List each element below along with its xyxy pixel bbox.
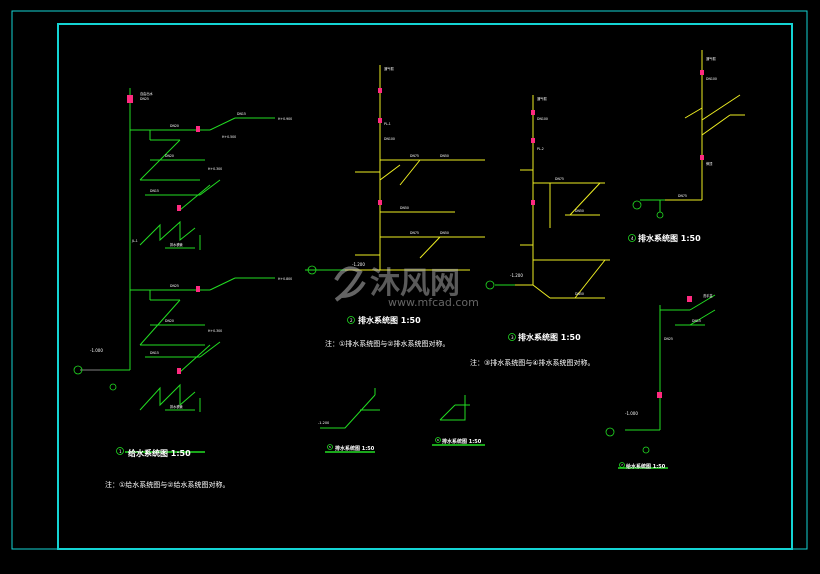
supply-small-marks — [657, 296, 692, 398]
drain-far-right-tie — [640, 199, 665, 212]
drain-mid-note: 注：①排水系统图与②排水系统图对称。 — [325, 339, 450, 348]
pipe-label: DN20 — [170, 124, 179, 128]
pipe-label: DN25 — [140, 97, 149, 101]
supply-small-level: -1.000 — [625, 411, 638, 416]
fixture-label: 通气帽 — [384, 66, 394, 71]
watermark: 沐风网 www.mfcad.com — [334, 266, 479, 309]
fixture-label: 通气帽 — [706, 56, 716, 61]
fixture-label: 洗手盆 — [703, 293, 713, 298]
fixture-label: 排水横管 — [170, 242, 183, 247]
drain-far-right-marks — [700, 70, 704, 160]
pipe-label: DN20 — [165, 154, 174, 158]
fixture-label: 排水横管 — [170, 404, 183, 409]
pipe-label: DN50 — [575, 209, 584, 213]
circle-marker-icon — [73, 200, 664, 468]
fixture-label: 自由出水 — [140, 91, 154, 96]
pipe-label: DN25 — [170, 284, 179, 288]
drain-mid-diagram — [345, 65, 485, 271]
drain-right-title: 排水系统图 1:50 — [518, 332, 581, 342]
pipe-label: DN50 — [440, 154, 449, 158]
watermark-name: 沐风网 — [370, 266, 460, 301]
drain-mid-title: 排水系统图 1:50 — [358, 315, 421, 325]
drain-right-level: -1.200 — [510, 273, 523, 278]
pipe-label: DN75 — [410, 154, 419, 158]
pipe-label: DN100 — [706, 77, 717, 81]
riser-label: JL-1 — [131, 239, 138, 243]
pipe-label: DN25 — [664, 337, 673, 341]
pipe-label: DN50 — [400, 206, 409, 210]
drain-mid-riser-marks — [378, 88, 382, 205]
elevation-label: H+0.500 — [222, 135, 236, 139]
inner-frame — [57, 23, 793, 550]
supply-small-index: 7 — [621, 463, 623, 467]
supply-small-diagram — [618, 294, 716, 469]
pipe-label: DN100 — [384, 137, 395, 141]
pipe-label: DN75 — [410, 231, 419, 235]
drain-mid-level: -1.200 — [352, 262, 365, 267]
watermark-url: www.mfcad.com — [388, 296, 479, 309]
small-b-index: 6 — [437, 438, 439, 442]
small-a-level: -1.200 — [318, 421, 329, 425]
pipe-label: DN100 — [537, 117, 548, 121]
drain-far-right-diagram — [665, 50, 745, 201]
supply-main-level: -1.000 — [90, 348, 103, 353]
small-b-title: 排水系统图 1:50 — [442, 438, 482, 445]
elevation-label: H+0.900 — [278, 117, 292, 121]
supply-main-note: 注：①给水系统图与②给水系统图对称。 — [105, 480, 230, 489]
supply-small-title: 给水系统图 1:50 — [626, 463, 666, 470]
fixture-label: 伸顶 — [706, 161, 713, 166]
supply-main-title: 给水系统图 1:50 — [128, 448, 191, 458]
pipe-label: DN75 — [555, 177, 564, 181]
pipe-label: DN50 — [440, 231, 449, 235]
drain-far-right-title: 排水系统图 1:50 — [638, 233, 701, 243]
supply-main-valves — [127, 95, 200, 374]
logo-icon — [334, 266, 366, 302]
small-a-index: 5 — [329, 445, 331, 449]
riser-label: PL-1 — [384, 122, 391, 126]
fixture-label: 通气帽 — [537, 96, 547, 101]
drain-right-diagram — [515, 95, 610, 299]
pipe-label: DN15 — [150, 351, 159, 355]
pipe-label: DN20 — [165, 319, 174, 323]
drain-far-right-index: 4 — [631, 236, 634, 241]
small-b-diagram — [432, 395, 485, 446]
drain-mid-index: 2 — [350, 318, 353, 323]
supply-main-diagram — [80, 88, 275, 453]
elevation-label: H+0.300 — [208, 329, 222, 333]
small-a-diagram — [320, 388, 380, 453]
elevation-label: H+0.300 — [208, 167, 222, 171]
drain-right-note: 注：③排水系统图与④排水系统图对称。 — [470, 358, 595, 367]
riser-label: PL-2 — [537, 147, 544, 151]
drain-right-marks — [531, 110, 535, 205]
pipe-label: DN15 — [692, 319, 701, 323]
supply-main-index: 1 — [119, 449, 122, 454]
pipe-label: DN15 — [237, 112, 246, 116]
drain-right-index: 3 — [511, 335, 514, 340]
elevation-label: H+0.800 — [278, 277, 292, 281]
pipe-label: DN15 — [150, 189, 159, 193]
small-a-title: 排水系统图 1:50 — [335, 445, 375, 452]
pipe-label: DN50 — [575, 292, 584, 296]
pipe-label: DN75 — [678, 194, 687, 198]
